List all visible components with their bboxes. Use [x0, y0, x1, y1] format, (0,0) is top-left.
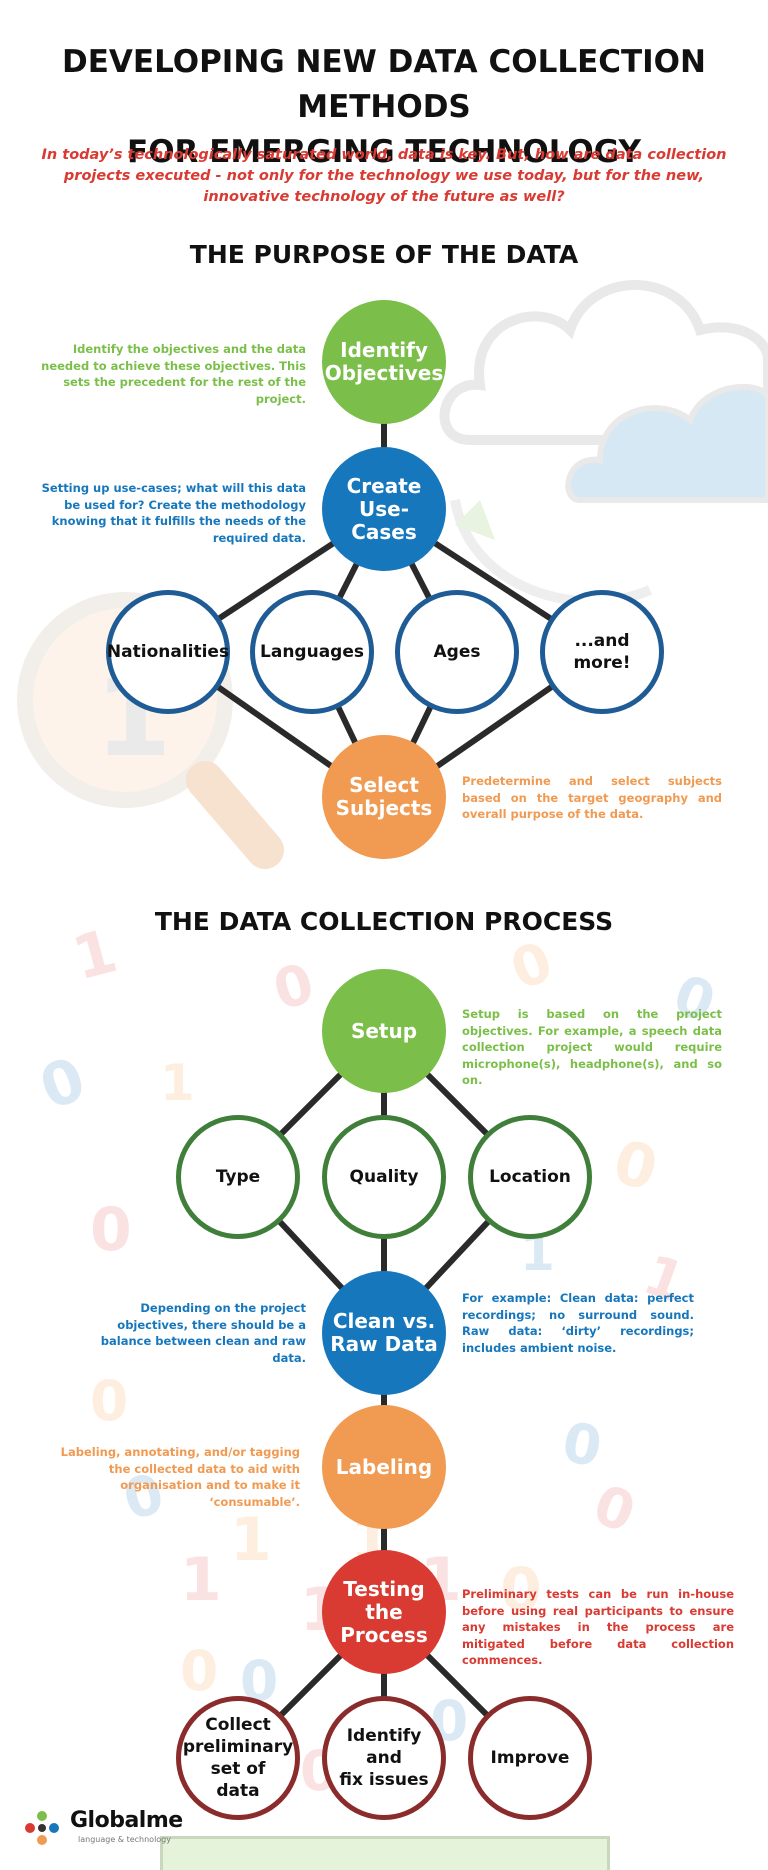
note-create-use-cases: Setting up use-cases; what will this dat… [41, 481, 306, 545]
note-labeling: Labeling, annotating, and/or tagging the… [60, 1445, 300, 1509]
note-setup: Setup is based on the project objectives… [462, 1007, 722, 1087]
note-clean-vs-raw-right: For example: Clean data: perfect recordi… [462, 1291, 694, 1355]
node-nationalities: Nationalities [106, 590, 230, 714]
process-section-title: THE DATA COLLECTION PROCESS [154, 907, 614, 936]
node-collect-preliminary-data: Collect preliminary set of data [176, 1696, 300, 1820]
node-ages: Ages [395, 590, 519, 714]
svg-text:0: 0 [500, 1555, 542, 1625]
node-type: Type [176, 1115, 300, 1239]
node-quality: Quality [322, 1115, 446, 1239]
node-setup: Setup [322, 969, 446, 1093]
note-identify-objectives: Identify the objectives and the data nee… [41, 342, 306, 406]
node-testing-the-process: Testing the Process [322, 1550, 446, 1674]
logo-name: Globalme [70, 1808, 183, 1833]
intro-text: In today’s technologically saturated wor… [41, 147, 727, 205]
node-identify-objectives: Identify Objectives [322, 300, 446, 424]
note-testing-the-process: Preliminary tests can be run in-house be… [462, 1587, 734, 1667]
node-create-use-cases: Create Use-Cases [322, 447, 446, 571]
node-identify-and-fix-issues: Identify and fix issues [322, 1696, 446, 1820]
svg-text:1: 1 [230, 1505, 272, 1575]
globalme-logo-icon [25, 1811, 59, 1845]
svg-text:1: 1 [180, 1545, 222, 1615]
svg-text:0: 0 [180, 1639, 218, 1703]
note-clean-vs-raw-left: Depending on the project objectives, the… [100, 1301, 306, 1365]
logo-tagline: language & technology [78, 1835, 171, 1844]
node-languages: Languages [250, 590, 374, 714]
page-title: DEVELOPING NEW DATA COLLECTION METHODS F… [62, 44, 706, 170]
node-and-more: ...and more! [540, 590, 664, 714]
note-select-subjects: Predetermine and select subjects based o… [462, 774, 722, 821]
node-select-subjects: Select Subjects [322, 735, 446, 859]
footer-panel [160, 1836, 610, 1870]
node-clean-vs-raw-data: Clean vs. Raw Data [322, 1271, 446, 1395]
purpose-section-title: THE PURPOSE OF THE DATA [189, 240, 579, 269]
node-location: Location [468, 1115, 592, 1239]
globalme-logo: Globalme language & technology [22, 1808, 222, 1852]
svg-text:1: 1 [160, 1054, 195, 1112]
svg-text:0: 0 [90, 1369, 128, 1433]
node-labeling: Labeling [322, 1405, 446, 1529]
svg-text:0: 0 [90, 1195, 132, 1265]
node-improve: Improve [468, 1696, 592, 1820]
